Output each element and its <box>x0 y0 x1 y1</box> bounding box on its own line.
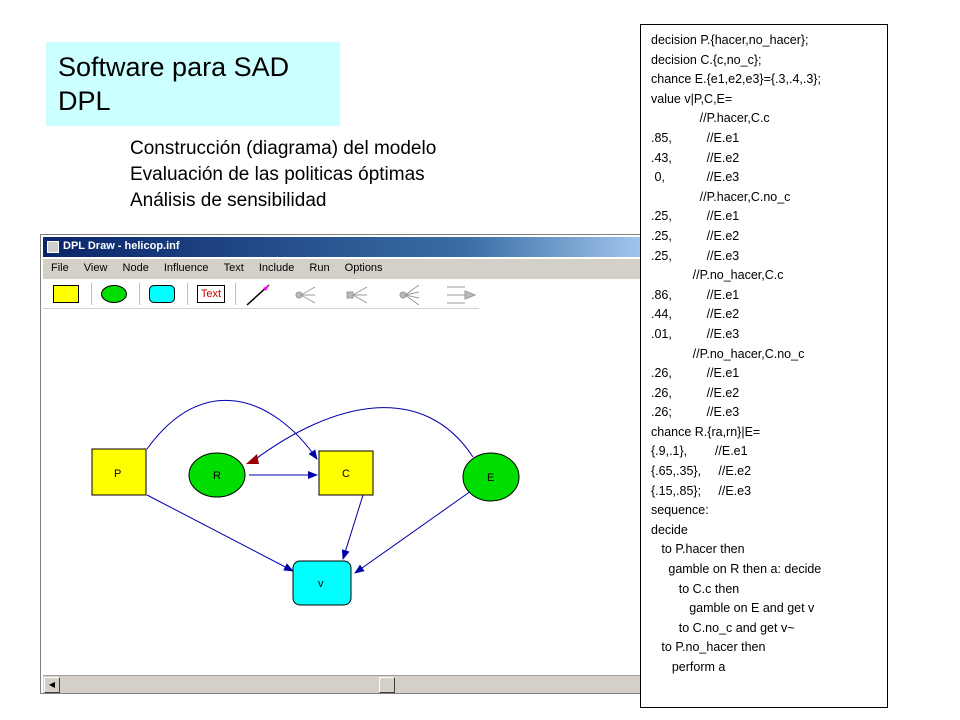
window-title: DPL Draw - helicop.inf <box>63 240 180 252</box>
feature-list: Construcción (diagrama) del modelo Evalu… <box>130 136 436 214</box>
code-line: {.9,.1}, //E.e1 <box>651 444 748 459</box>
arc-e-v[interactable] <box>354 490 472 574</box>
menu-options[interactable]: Options <box>344 262 383 274</box>
code-line: to C.no_c and get v~ <box>651 620 795 635</box>
code-line: sequence: <box>651 503 709 518</box>
menu-bar: File View Node Influence Text Include Ru… <box>43 259 649 279</box>
feature-item: Construcción (diagrama) del modelo <box>130 138 437 159</box>
code-line: //P.hacer,C.no_c <box>651 189 791 204</box>
code-line: .43, //E.e2 <box>651 150 740 165</box>
toolbar-icons <box>246 284 477 306</box>
menu-view[interactable]: View <box>83 262 108 274</box>
slide-title-line-1: Software para SAD <box>58 52 290 82</box>
code-line: chance R.{ra,rn}|E= <box>651 424 761 439</box>
code-line: //P.hacer,C.c <box>651 111 770 126</box>
menu-include[interactable]: Include <box>258 262 295 274</box>
code-line: value v|P,C,E= <box>651 91 733 106</box>
code-line: {.65,.35}, //E.e2 <box>651 464 752 479</box>
code-line: .86, //E.e1 <box>651 287 740 302</box>
tree-icon[interactable] <box>295 286 316 304</box>
arc-e-r-head <box>246 454 259 464</box>
menu-influence[interactable]: Influence <box>163 262 209 274</box>
influence-diagram: P R C E v <box>91 399 520 606</box>
code-line: .25, //E.e1 <box>651 209 740 224</box>
menu-text[interactable]: Text <box>223 262 244 274</box>
code-line: .26, //E.e1 <box>651 366 740 381</box>
arc-e-r[interactable] <box>252 407 474 462</box>
dpl-draw-window: DPL Draw - helicop.inf File View Node In… <box>40 234 650 694</box>
toolbar-separator <box>91 283 92 305</box>
diagram-canvas[interactable]: P R C E v <box>43 311 649 671</box>
code-line: .25, //E.e2 <box>651 228 740 243</box>
menu-node[interactable]: Node <box>122 262 149 274</box>
app-icon <box>47 241 59 253</box>
code-line: to P.hacer then <box>651 542 745 557</box>
horizontal-scrollbar[interactable]: ◀ <box>43 675 649 693</box>
code-line: //P.no_hacer,C.no_c <box>651 346 805 361</box>
node-e[interactable]: E <box>462 452 520 502</box>
toolbar: Text <box>43 279 479 309</box>
node-p-label: P <box>114 468 121 480</box>
arc-p-c[interactable] <box>146 399 318 460</box>
toolbar-separator <box>187 283 188 305</box>
toolbar-separator <box>235 283 236 305</box>
arc-c-v[interactable] <box>341 494 364 560</box>
node-v[interactable]: v <box>292 560 352 606</box>
menu-file[interactable]: File <box>51 262 69 274</box>
code-line: perform a <box>651 660 726 674</box>
code-line: decision C.{c,no_c}; <box>651 52 762 67</box>
code-line: 0, //E.e3 <box>651 170 740 185</box>
window-titlebar[interactable]: DPL Draw - helicop.inf <box>43 237 649 257</box>
scroll-thumb[interactable] <box>379 677 395 693</box>
node-c-label: C <box>342 468 350 480</box>
node-r-label: R <box>213 470 221 482</box>
node-p[interactable]: P <box>91 448 147 496</box>
code-line: chance E.{e1,e2,e3}={.3,.4,.3}; <box>651 72 821 87</box>
code-line: .44, //E.e2 <box>651 307 740 322</box>
slide-title-line-2: DPL <box>58 86 111 116</box>
node-r[interactable]: R <box>188 452 246 498</box>
code-line: .25, //E.e3 <box>651 248 740 263</box>
feature-item: Evaluación de las politicas óptimas <box>130 164 425 185</box>
tree-icon[interactable] <box>346 286 368 304</box>
dpl-code-panel: decision P.{hacer,no_hacer}; decision C.… <box>640 24 888 708</box>
code-line: {.15,.85}; //E.e3 <box>651 483 752 498</box>
code-line: .26; //E.e3 <box>651 405 740 420</box>
text-tool[interactable]: Text <box>197 285 225 303</box>
code-line: .01, //E.e3 <box>651 326 740 341</box>
code-line: //P.no_hacer,C.c <box>651 268 784 283</box>
code-line: .85, //E.e1 <box>651 130 740 145</box>
node-e-label: E <box>487 472 494 484</box>
arc-tool-icon[interactable] <box>246 284 270 306</box>
feature-item: Análisis de sensibilidad <box>130 190 327 211</box>
code-line: gamble on R then a: decide <box>651 562 822 577</box>
node-v-label: v <box>318 578 324 590</box>
code-line: decide <box>651 522 688 537</box>
decision-node-tool[interactable] <box>53 285 79 303</box>
menu-run[interactable]: Run <box>309 262 330 274</box>
code-line: .26, //E.e2 <box>651 385 740 400</box>
code-line: to P.no_hacer then <box>651 640 766 655</box>
arc-p-v[interactable] <box>146 494 294 572</box>
node-c[interactable]: C <box>318 450 374 496</box>
toolbar-separator <box>139 283 140 305</box>
code-line: to C.c then <box>651 581 740 596</box>
code-line: decision P.{hacer,no_hacer}; <box>651 33 809 47</box>
tree-icon[interactable] <box>399 284 420 306</box>
tree-icon[interactable] <box>447 286 477 304</box>
slide-title: Software para SAD DPL <box>46 42 340 126</box>
chance-node-tool[interactable] <box>101 285 127 303</box>
scroll-left-icon[interactable]: ◀ <box>44 677 60 693</box>
code-line: gamble on E and get v <box>651 601 815 616</box>
value-node-tool[interactable] <box>149 285 175 303</box>
